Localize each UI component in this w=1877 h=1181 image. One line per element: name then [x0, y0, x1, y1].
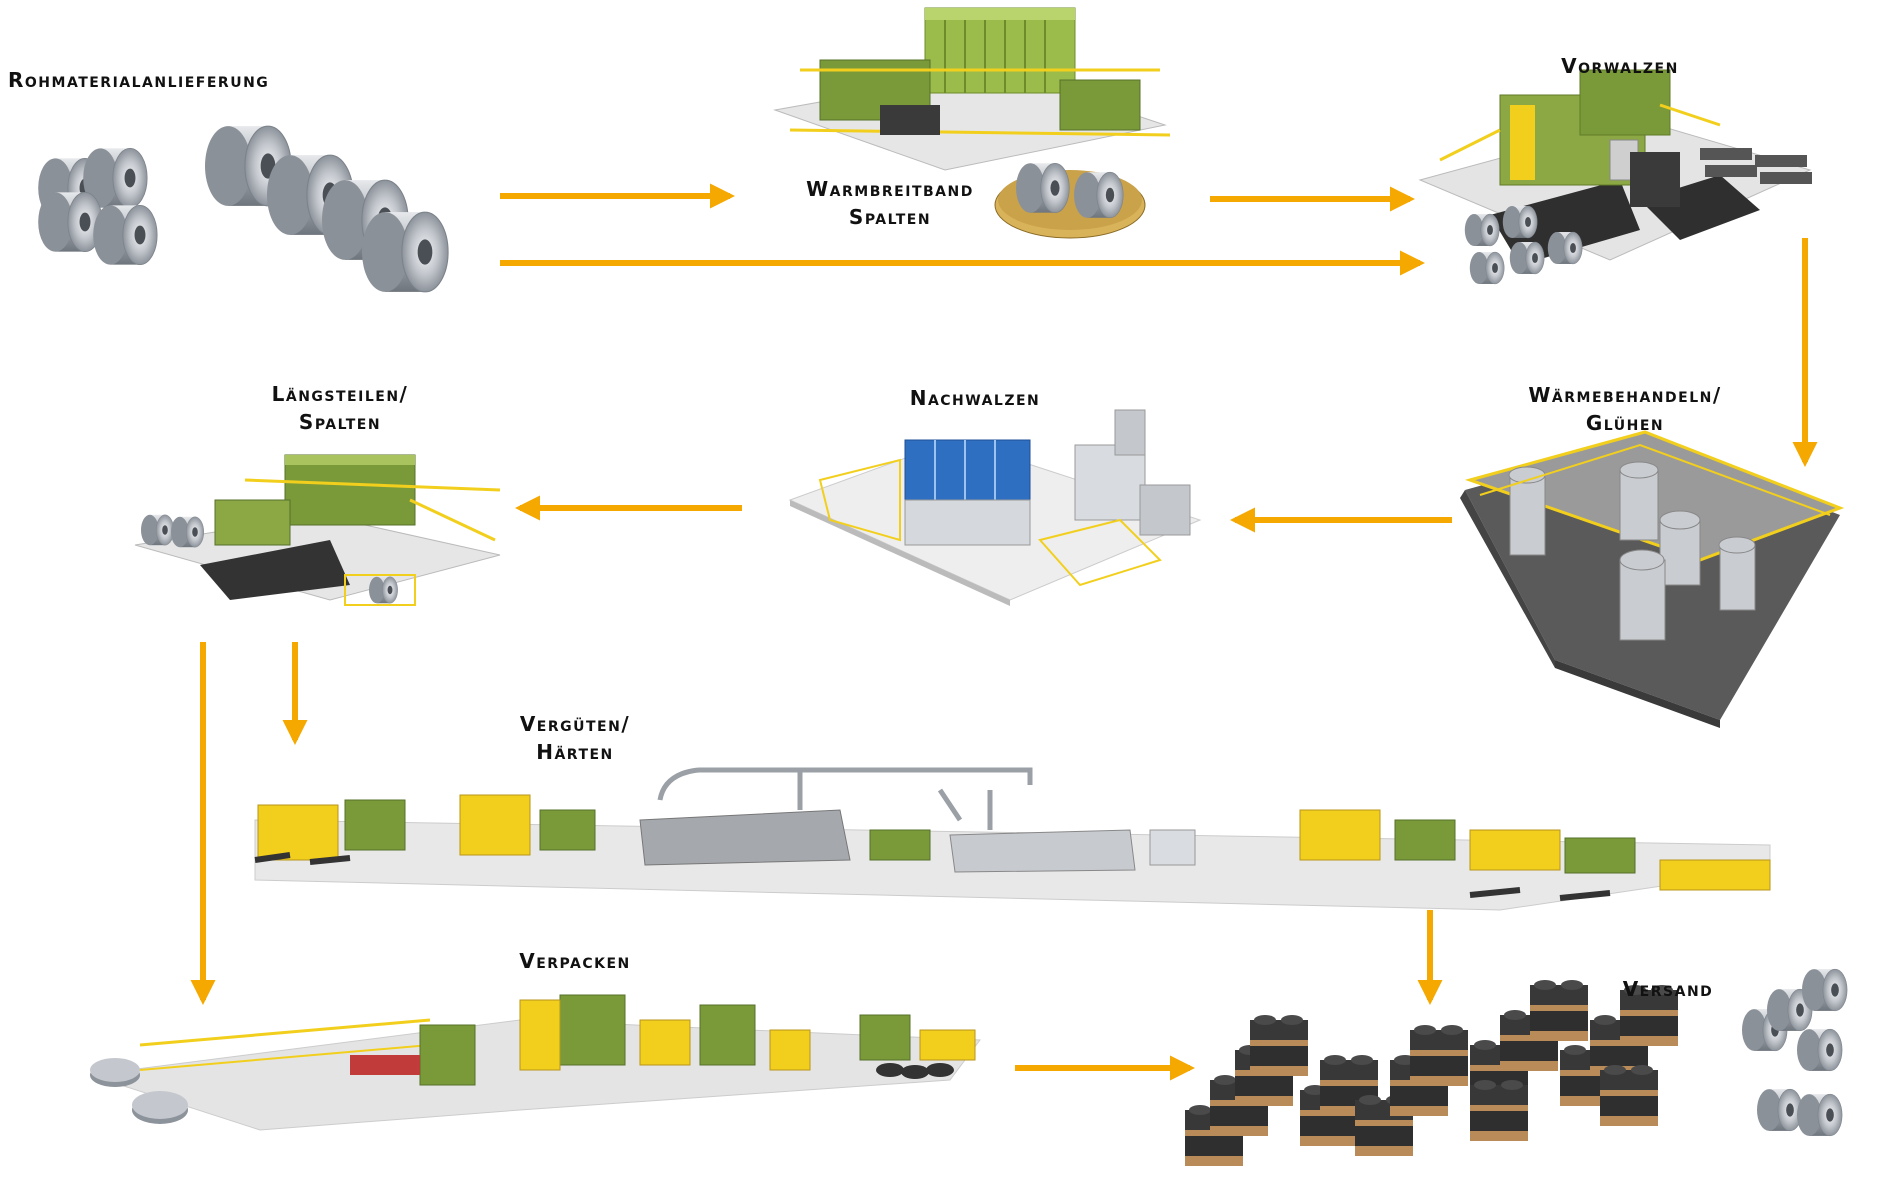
label-raw-material: Rohmaterialanlieferung: [8, 66, 269, 94]
packing-line-icon: [89, 994, 981, 1131]
label-line-1: Warmbreitband: [806, 177, 974, 201]
label-line-1: Wärmebehandeln/: [1528, 383, 1722, 407]
flow-arrows: [190, 183, 1818, 1081]
label-line-2: Spalten: [298, 410, 382, 434]
label-text: Verpacken: [519, 949, 631, 973]
label-text: Vorwalzen: [1561, 54, 1679, 78]
label-shipping: Versand: [1598, 975, 1738, 1003]
label-line-2: Spalten: [848, 205, 932, 229]
label-line-1: Vergüten/: [519, 712, 631, 736]
label-packing: Verpacken: [490, 947, 660, 975]
palletized-coils-icon: [1185, 968, 1848, 1166]
rolling-mill-icon: [1418, 69, 1812, 285]
label-text: Nachwalzen: [909, 386, 1041, 410]
label-text: Versand: [1622, 977, 1714, 1001]
annealing-furnace-hall-icon: [1460, 430, 1845, 728]
label-longitudinal-slitting: Längsteilen/ Spalten: [225, 380, 455, 436]
skin-pass-mill-icon: [788, 409, 1202, 606]
label-line-1: Längsteilen/: [271, 382, 409, 406]
label-pre-rolling: Vorwalzen: [1540, 52, 1700, 80]
label-text: Rohmaterialanlieferung: [8, 68, 270, 92]
label-hardening: Vergüten/ Härten: [495, 710, 655, 766]
hardening-tempering-line-icon: [254, 767, 1771, 911]
steel-coils-icon: [37, 125, 449, 293]
slitting-line-icon: [134, 454, 501, 606]
slitting-line-icon: [773, 7, 1171, 239]
label-hot-strip-slitting: Warmbreitband Spalten: [775, 175, 1005, 231]
label-line-2: Glühen: [1585, 411, 1665, 435]
label-heat-treatment: Wärmebehandeln/ Glühen: [1480, 381, 1770, 437]
label-skin-pass: Nachwalzen: [880, 384, 1070, 412]
label-line-2: Härten: [536, 740, 614, 764]
